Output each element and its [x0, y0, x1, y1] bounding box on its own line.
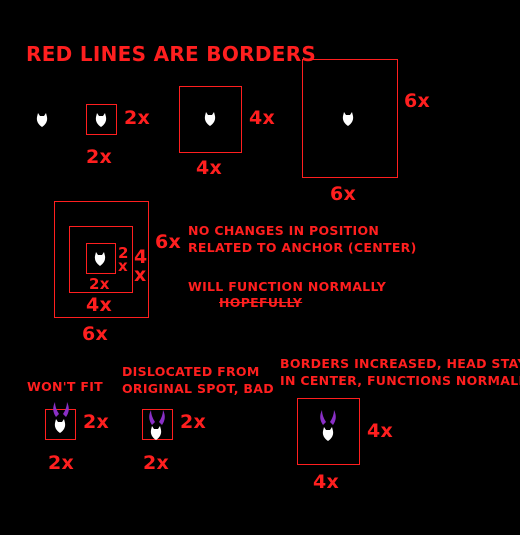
- dislocated-right-label: 2x: [180, 411, 207, 433]
- box-6x-bottom-label: 6x: [330, 183, 357, 205]
- nested-border-2x: [86, 243, 116, 274]
- head-sprite-icon: [204, 112, 216, 126]
- nested-6x-right-label: 6x: [155, 231, 182, 253]
- increased-right-label: 4x: [367, 420, 394, 442]
- nested-4x-right-bottom: x: [134, 264, 147, 286]
- nested-2x-bottom-label: 2x: [89, 275, 110, 293]
- nested-4x-right-top: 4: [134, 246, 148, 268]
- nested-2x-right-bottom: x: [118, 257, 128, 275]
- border-box-4x: [179, 86, 242, 153]
- border-box-dislocated: [142, 409, 173, 440]
- head-sprite-icon: [150, 426, 162, 440]
- border-box-2x: [86, 104, 117, 135]
- nested-6x-bottom-label: 6x: [82, 323, 109, 345]
- head-sprite-icon: [95, 113, 107, 127]
- horns-sprite-icon: [320, 410, 336, 425]
- increased-bottom-label: 4x: [313, 471, 340, 493]
- note-hopefully: HOPEFULLY: [219, 295, 303, 310]
- box-4x-right-label: 4x: [249, 107, 276, 129]
- label-borders-line2: IN CENTER, FUNCTIONS NORMALLY: [280, 373, 520, 388]
- nested-border-4x: [69, 226, 133, 293]
- border-box-increased: [297, 398, 360, 465]
- label-dislocated-line2: ORIGINAL SPOT, BAD: [122, 381, 274, 396]
- box-6x-right-label: 6x: [404, 90, 431, 112]
- box-4x-bottom-label: 4x: [196, 157, 223, 179]
- label-borders-line1: BORDERS INCREASED, HEAD STAYS: [280, 356, 520, 371]
- head-sprite-icon: [322, 427, 334, 441]
- wont-fit-right-label: 2x: [83, 411, 110, 433]
- note-no-changes: NO CHANGES IN POSITION: [188, 223, 380, 238]
- label-wont-fit: WON'T FIT: [27, 379, 103, 394]
- box-2x-right-label: 2x: [124, 107, 151, 129]
- horns-sprite-icon: [53, 402, 69, 417]
- nested-2x-right-top: 2: [118, 244, 129, 262]
- note-anchor-center: RELATED TO ANCHOR (CENTER): [188, 240, 417, 255]
- box-2x-bottom-label: 2x: [86, 146, 113, 168]
- label-dislocated-line1: DISLOCATED FROM: [122, 364, 260, 379]
- head-sprite-icon: [54, 419, 66, 433]
- nested-border-6x: [54, 201, 149, 318]
- head-sprite-icon: [94, 252, 106, 266]
- head-sprite-icon: [342, 112, 354, 126]
- note-will-function: WILL FUNCTION NORMALLY: [188, 279, 387, 294]
- horns-sprite-icon: [149, 410, 165, 425]
- diagram-title: RED LINES ARE BORDERS: [26, 42, 317, 66]
- nested-4x-bottom-label: 4x: [86, 294, 113, 316]
- border-box-wont-fit: [45, 409, 76, 440]
- dislocated-bottom-label: 2x: [143, 452, 170, 474]
- head-sprite-icon: [36, 113, 48, 127]
- wont-fit-bottom-label: 2x: [48, 452, 75, 474]
- border-box-6x: [302, 59, 398, 178]
